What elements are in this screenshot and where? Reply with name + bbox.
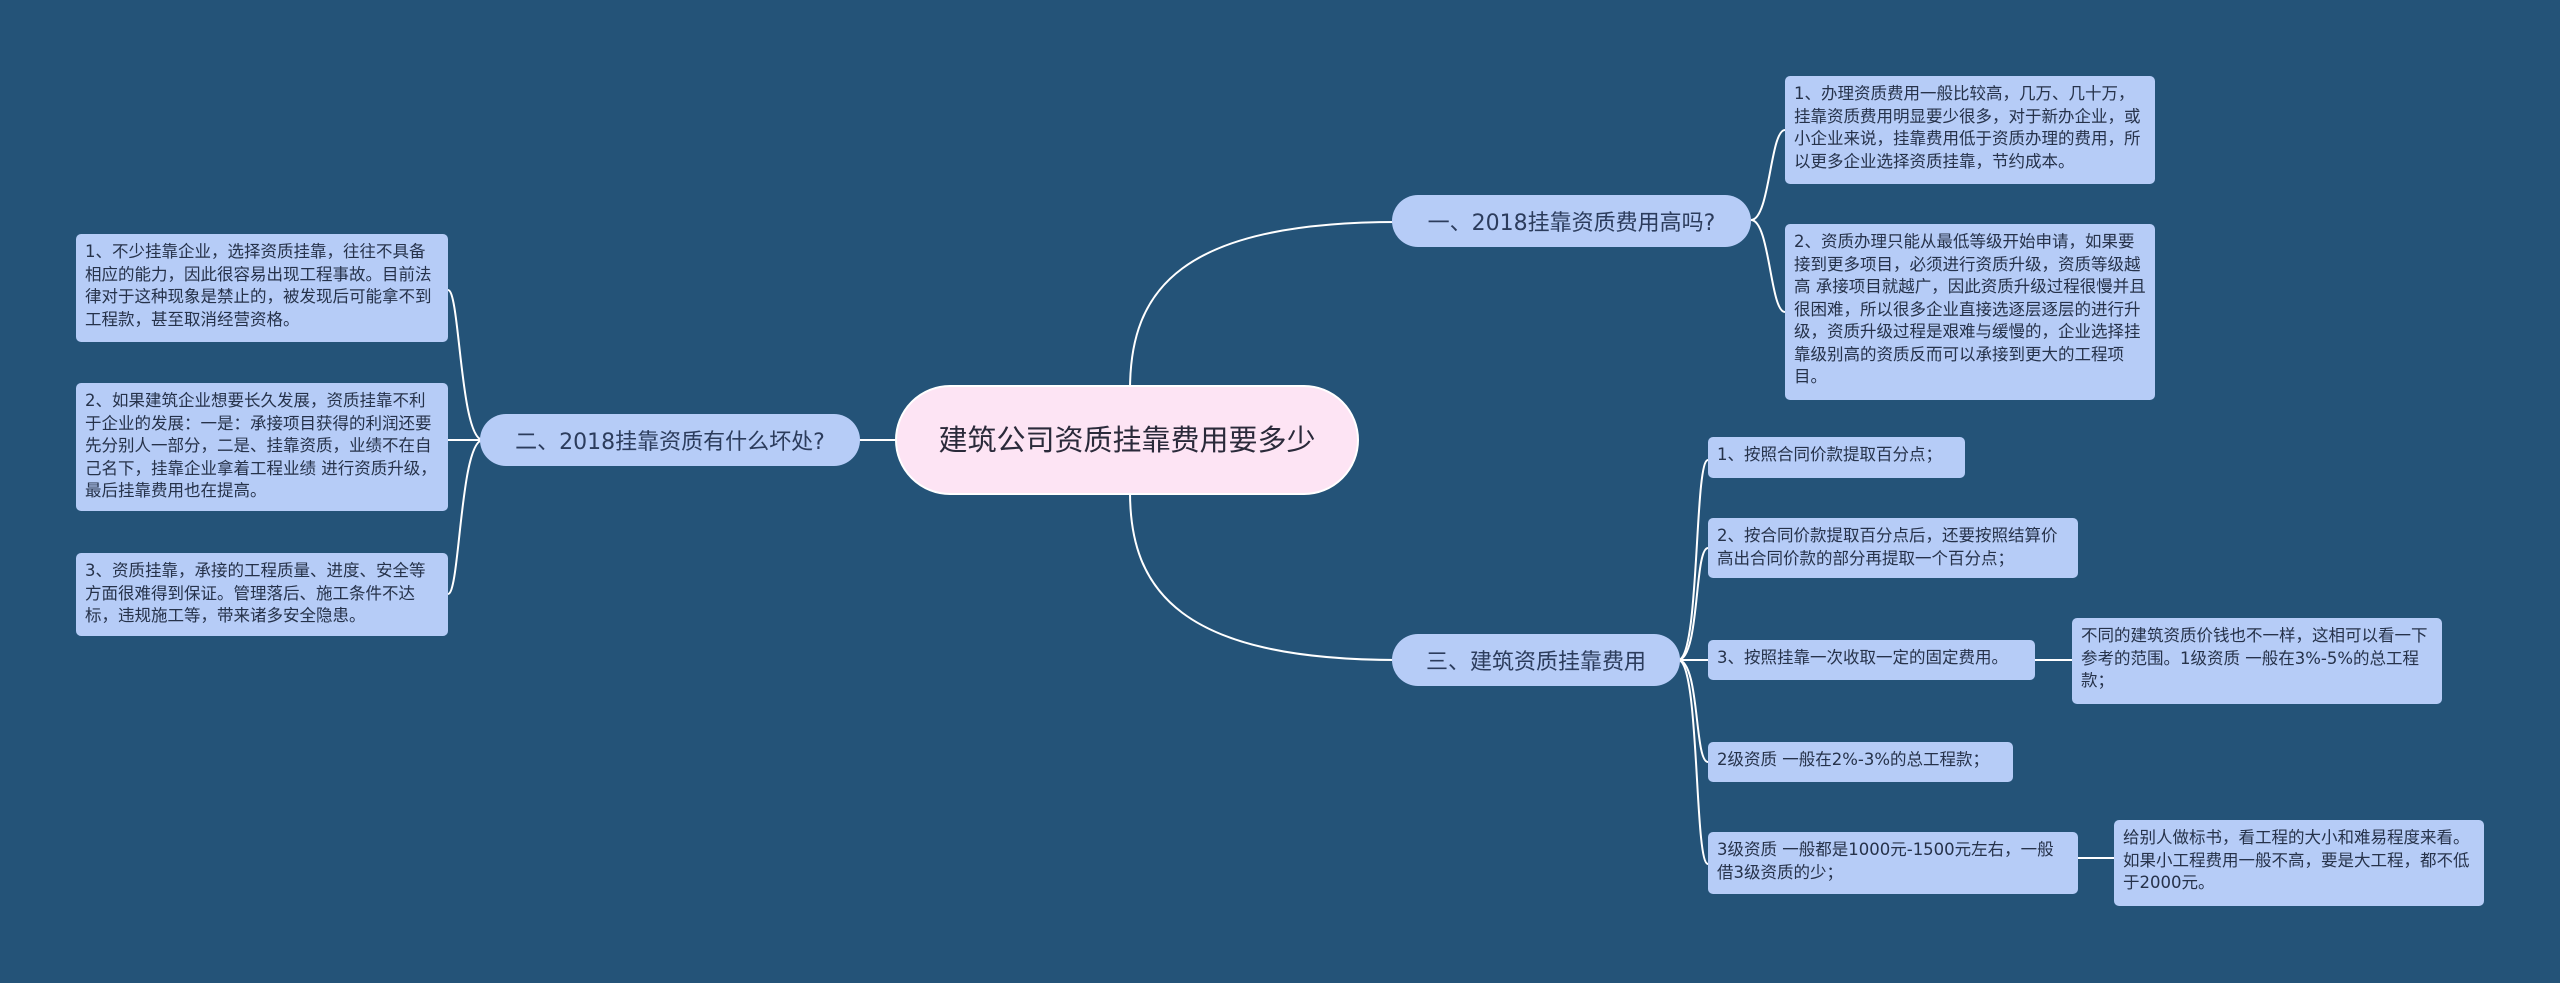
fee-method-3-text: 3、按照挂靠一次收取一定的固定费用。: [1717, 648, 2008, 667]
fee-high-point-1-text: 1、办理资质费用一般比较高，几万、几十万，挂靠资质费用明显要少很多，对于新办企业…: [1794, 84, 2141, 171]
fee-high-point-2: 2、资质办理只能从最低等级开始申请，如果要接到更多项目，必须进行资质升级，资质等…: [1785, 224, 2155, 400]
drawback-point-3-text: 3、资质挂靠，承接的工程质量、进度、安全等方面很难得到保证。管理落后、施工条件不…: [85, 561, 426, 625]
branch-fee-types-label: 三、建筑资质挂靠费用: [1425, 650, 1646, 675]
branch-fee-types[interactable]: 三、建筑资质挂靠费用: [1392, 634, 1680, 686]
fee-method-3: 3、按照挂靠一次收取一定的固定费用。: [1708, 640, 2035, 680]
fee-level-2-text: 2级资质 一般在2%-3%的总工程款；: [1717, 750, 1990, 769]
fee-level-2: 2级资质 一般在2%-3%的总工程款；: [1708, 742, 2013, 782]
fee-method-1: 1、按照合同价款提取百分点；: [1708, 437, 1965, 478]
fee-high-point-1: 1、办理资质费用一般比较高，几万、几十万，挂靠资质费用明显要少很多，对于新办企业…: [1785, 76, 2155, 184]
root-topic[interactable]: 建筑公司资质挂靠费用要多少: [895, 385, 1359, 495]
fee-method-2: 2、按合同价款提取百分点后，还要按照结算价高出合同价款的部分再提取一个百分点；: [1708, 518, 2078, 578]
drawback-point-3: 3、资质挂靠，承接的工程质量、进度、安全等方面很难得到保证。管理落后、施工条件不…: [76, 553, 448, 636]
branch-drawbacks[interactable]: 二、2018挂靠资质有什么坏处?: [480, 414, 860, 466]
branch-drawbacks-label: 二、2018挂靠资质有什么坏处?: [515, 430, 825, 455]
drawback-point-2: 2、如果建筑企业想要长久发展，资质挂靠不利于企业的发展：一是：承接项目获得的利润…: [76, 383, 448, 511]
drawback-point-2-text: 2、如果建筑企业想要长久发展，资质挂靠不利于企业的发展：一是：承接项目获得的利润…: [85, 391, 437, 500]
branch-fee-high-label: 一、2018挂靠资质费用高吗?: [1427, 211, 1716, 236]
drawback-point-1-text: 1、不少挂靠企业，选择资质挂靠，往往不具备相应的能力，因此很容易出现工程事故。目…: [85, 242, 432, 329]
fee-high-point-2-text: 2、资质办理只能从最低等级开始申请，如果要接到更多项目，必须进行资质升级，资质等…: [1794, 232, 2146, 386]
fee-level-3-note: 给别人做标书，看工程的大小和难易程度来看。如果小工程费用一般不高，要是大工程，都…: [2114, 820, 2484, 906]
fee-level-3-text: 3级资质 一般都是1000元-1500元左右，一般借3级资质的少；: [1717, 840, 2054, 882]
fee-method-3-note-text: 不同的建筑资质价钱也不一样，这相可以看一下参考的范围。1级资质 一般在3%-5%…: [2081, 626, 2428, 690]
fee-method-2-text: 2、按合同价款提取百分点后，还要按照结算价高出合同价款的部分再提取一个百分点；: [1717, 526, 2058, 568]
fee-method-3-note: 不同的建筑资质价钱也不一样，这相可以看一下参考的范围。1级资质 一般在3%-5%…: [2072, 618, 2442, 704]
fee-level-3: 3级资质 一般都是1000元-1500元左右，一般借3级资质的少；: [1708, 832, 2078, 894]
fee-method-1-text: 1、按照合同价款提取百分点；: [1717, 445, 1942, 464]
drawback-point-1: 1、不少挂靠企业，选择资质挂靠，往往不具备相应的能力，因此很容易出现工程事故。目…: [76, 234, 448, 342]
fee-level-3-note-text: 给别人做标书，看工程的大小和难易程度来看。如果小工程费用一般不高，要是大工程，都…: [2123, 828, 2470, 892]
root-topic-label: 建筑公司资质挂靠费用要多少: [938, 423, 1316, 457]
branch-fee-high[interactable]: 一、2018挂靠资质费用高吗?: [1392, 195, 1751, 247]
